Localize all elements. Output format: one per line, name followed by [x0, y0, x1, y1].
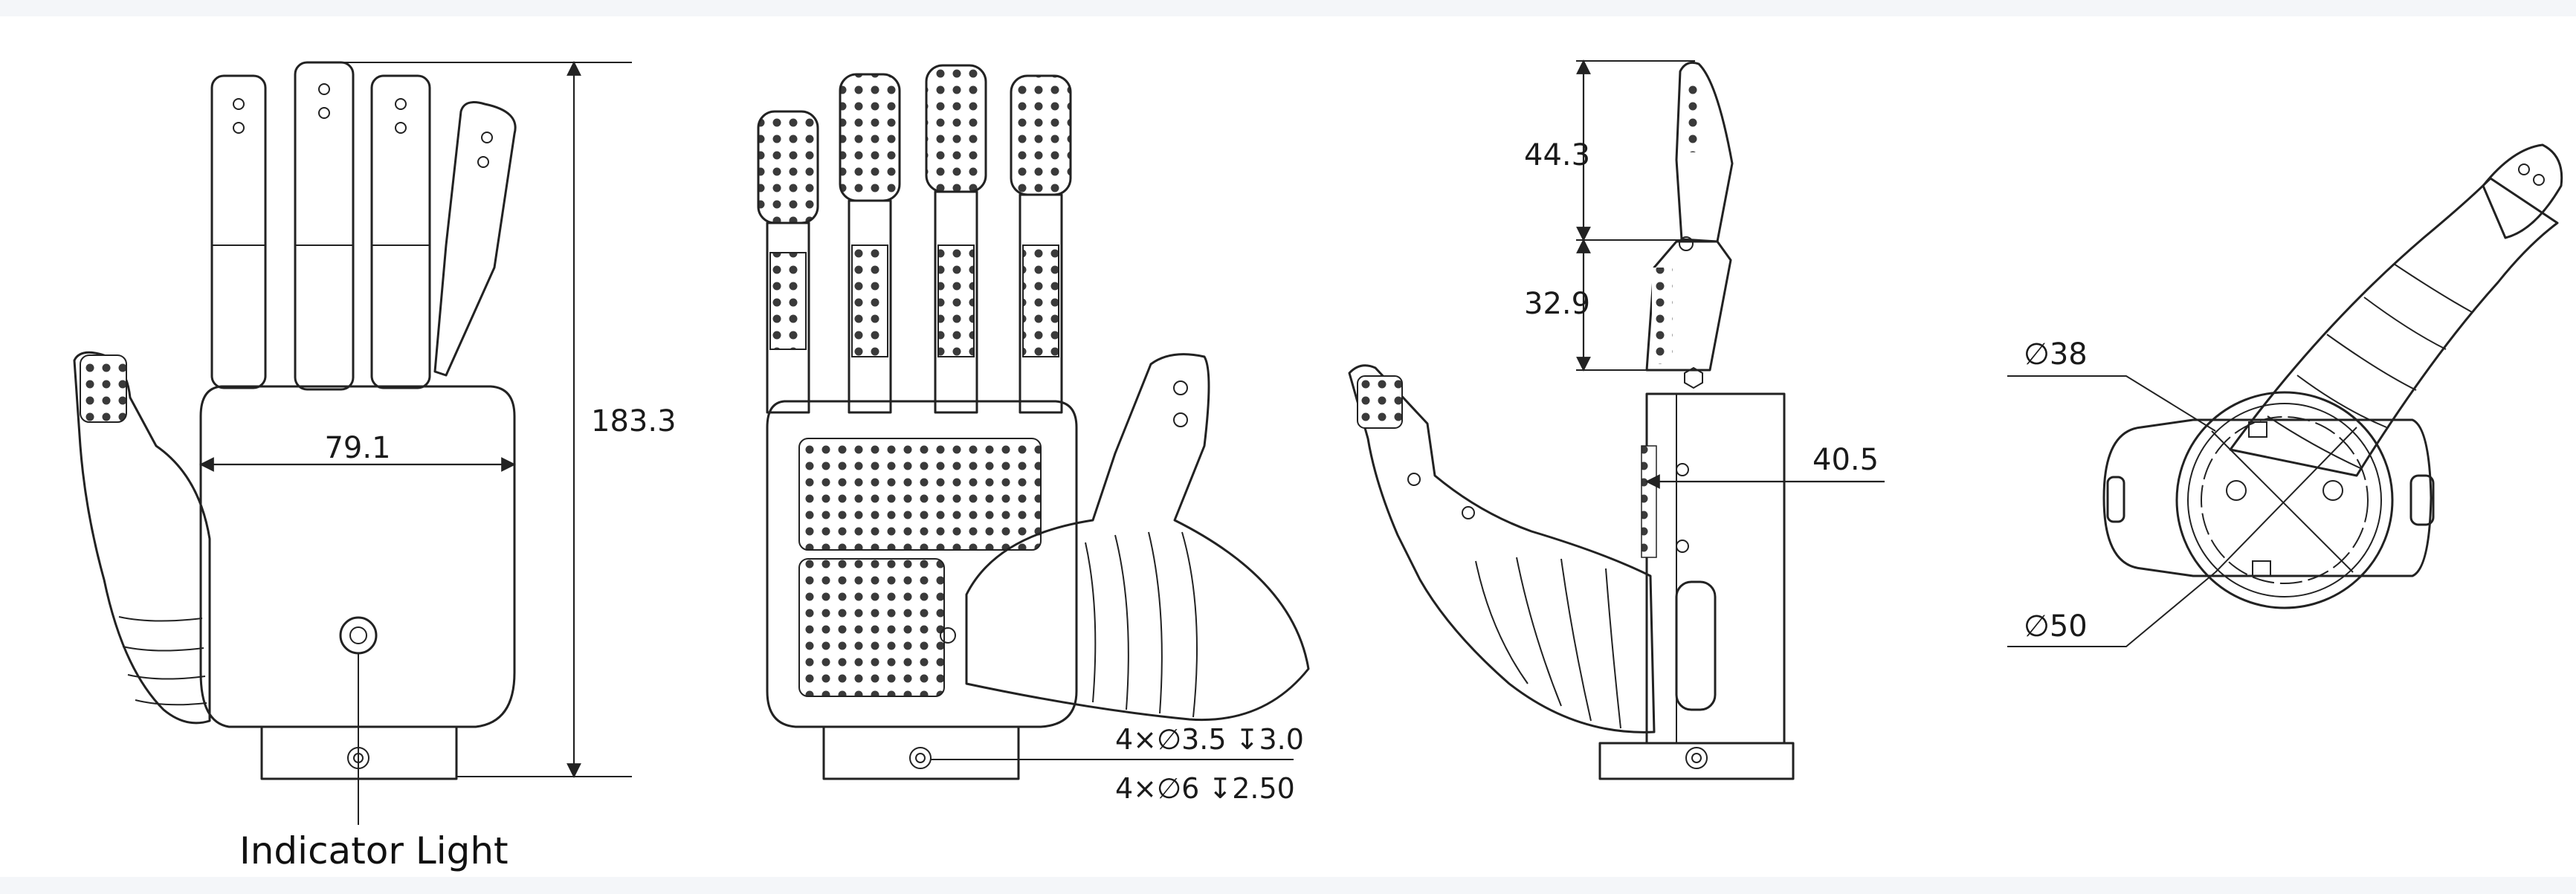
finger-middle-palm: [839, 73, 901, 202]
base-palm: [822, 725, 1020, 780]
finger-pinky-palm: [1010, 74, 1072, 196]
back-view: 79.1 183.3 Indicator Light: [73, 61, 677, 872]
dim-inner-leader: [2007, 375, 2216, 432]
finger-ring-palm: [925, 64, 987, 193]
thumb-palm: [965, 353, 1310, 722]
hole-note-line1: 4×∅3.5 ↧3.0: [1115, 723, 1304, 756]
finger-index-back: [210, 74, 267, 389]
dim-height-label: 183.3: [591, 404, 677, 438]
side-view: 44.3 32.9 40.5: [1348, 59, 1885, 780]
dim-mid-label: 32.9: [1524, 287, 1590, 321]
bottom-view: ∅38 ∅50: [2007, 143, 2563, 647]
finger-end-bottom: [2482, 143, 2563, 239]
thumb-side: [1348, 364, 1656, 733]
finger-index-palm: [757, 110, 819, 224]
dim-width-label: 79.1: [324, 431, 390, 465]
palm-front: [766, 400, 1078, 728]
dim-outer-leader: [2007, 571, 2216, 647]
dim-depth-label: 40.5: [1812, 443, 1879, 477]
base-outer-ring: [2175, 391, 2394, 609]
base-outline-bottom: [2102, 418, 2433, 577]
finger-middle-back: [294, 61, 355, 391]
finger-pinky-back: [433, 101, 517, 377]
palm-pad-lower: [798, 558, 945, 697]
base-side: [1598, 742, 1795, 780]
finger-tip-side: [1675, 61, 1734, 243]
palm-pad-upper: [798, 438, 1042, 551]
palm-back: [199, 385, 516, 728]
palm-view: 4×∅3.5 ↧3.0 4×∅6 ↧2.50: [757, 64, 1310, 805]
indicator-light: [339, 616, 378, 655]
hole-note-line2: 4×∅6 ↧2.50: [1115, 772, 1295, 805]
indicator-light-caption: Indicator Light: [239, 829, 509, 872]
dim-inner-label: ∅38: [2024, 337, 2088, 372]
dim-outer-label: ∅50: [2024, 609, 2088, 644]
finger-ring-back: [370, 74, 431, 389]
dim-upper-label: 44.3: [1524, 138, 1590, 172]
